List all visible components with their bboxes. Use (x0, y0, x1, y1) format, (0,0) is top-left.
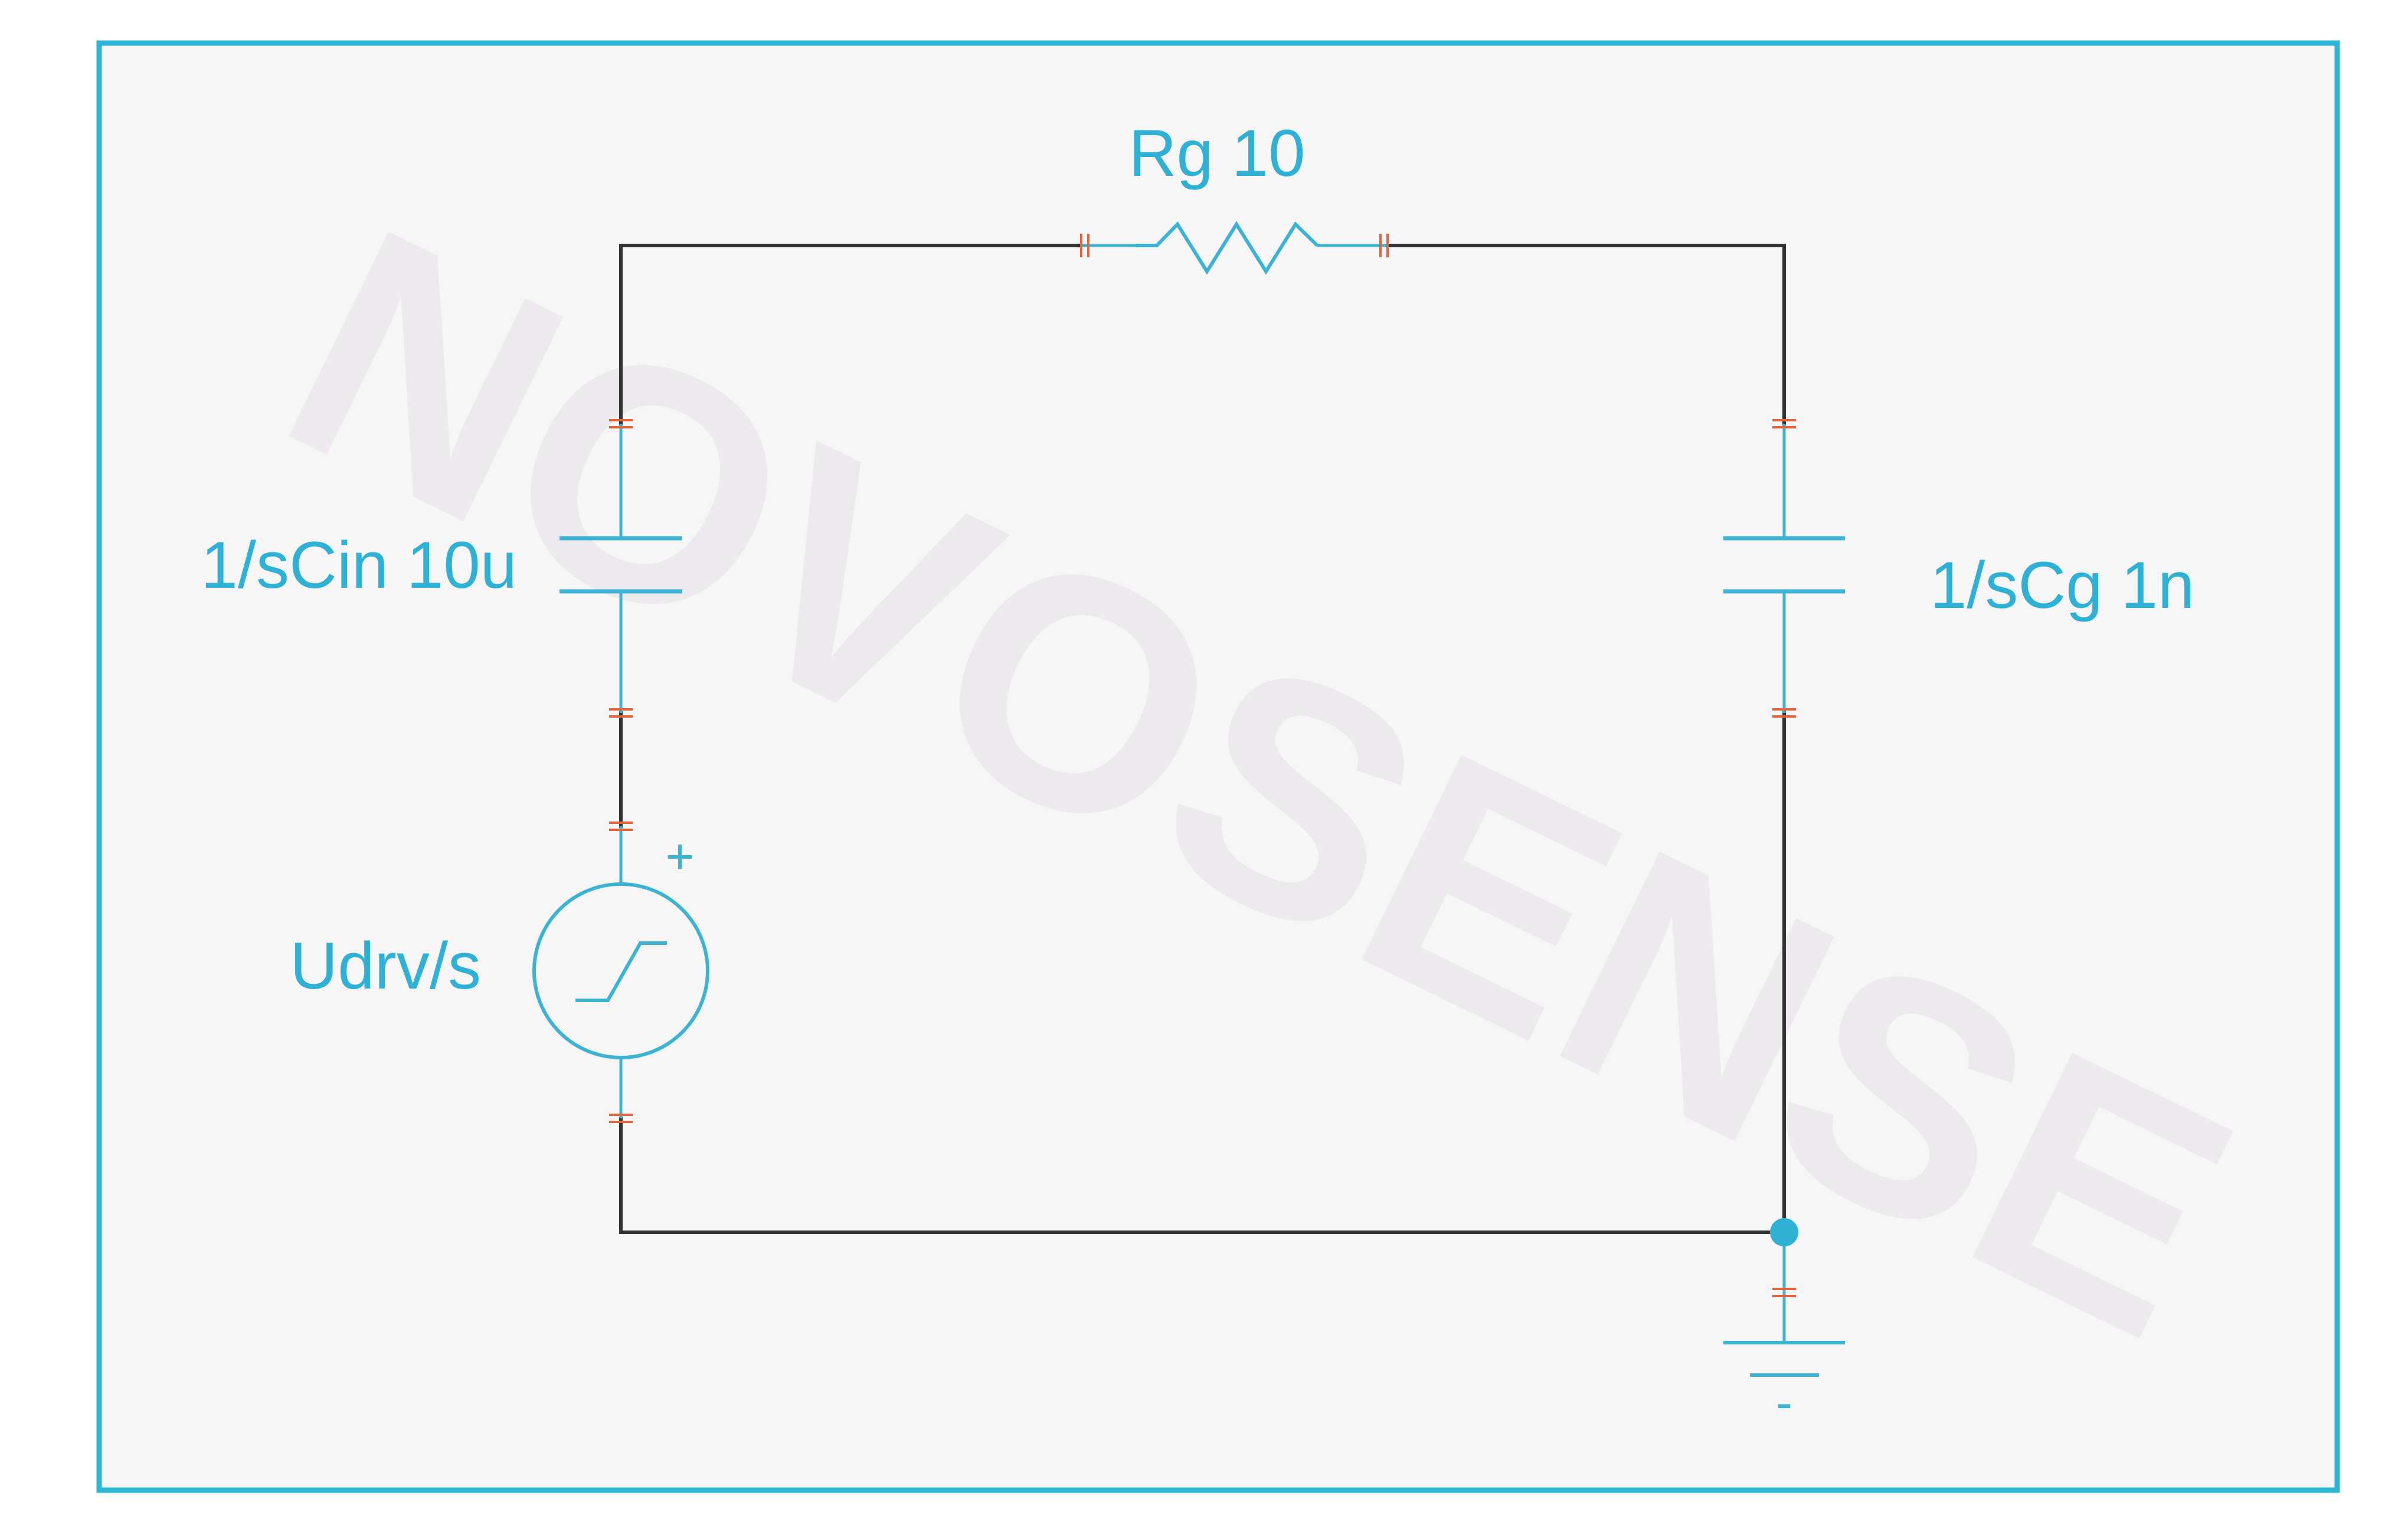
resistor-rg-icon (1136, 221, 1319, 275)
ground-minus-sign: - (1776, 1375, 1792, 1430)
source-plus-sign: + (665, 829, 694, 884)
resistor-label: Rg 10 (1129, 116, 1306, 190)
capacitor-cin-icon (560, 536, 682, 594)
pin-markers (609, 234, 1796, 1297)
source-circle (532, 882, 709, 1059)
wire-bottom (619, 1117, 1786, 1234)
cin-label: 1/sCin 10u (201, 528, 517, 602)
wire-top-left (619, 244, 1082, 426)
schematic-frame (96, 40, 2340, 1493)
step-waveform-icon (575, 941, 667, 1002)
source-label: Udrv/s (290, 929, 481, 1003)
wire-top-right (1386, 244, 1786, 426)
capacitor-cg-icon (1723, 536, 1845, 594)
wires (619, 244, 1786, 1234)
step-source-icon (532, 882, 709, 1059)
component-leads (619, 244, 1786, 1343)
cg-label: 1/sCg 1n (1930, 548, 2194, 622)
ground-icon (1723, 1341, 1845, 1377)
junction-node (1770, 1218, 1798, 1246)
